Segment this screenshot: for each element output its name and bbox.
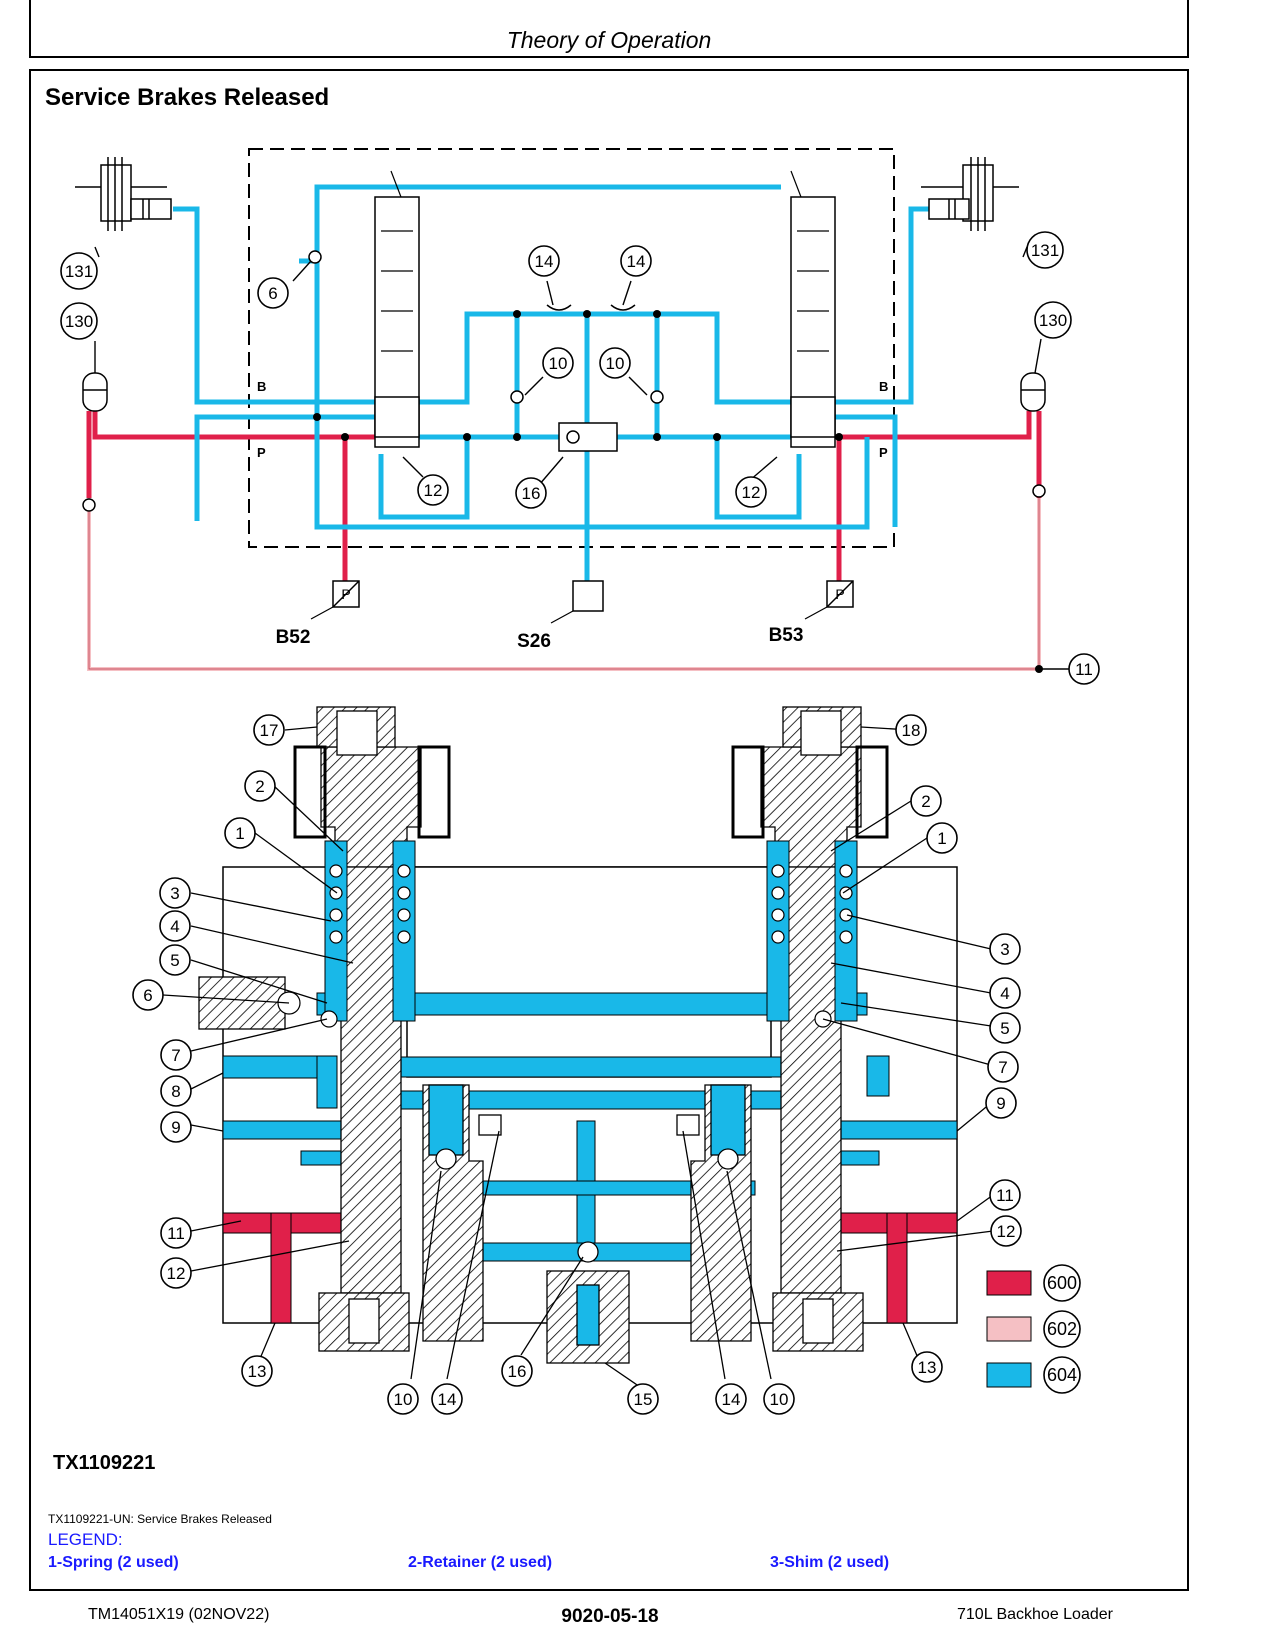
callout-8-left: 8 [171, 1082, 180, 1101]
figure-box: Service Brakes Released [29, 69, 1189, 1591]
swatch-600 [986, 1270, 1032, 1296]
line-600-right [805, 411, 1032, 440]
callout-10-a: 10 [549, 354, 568, 373]
callout-15: 15 [634, 1390, 653, 1409]
callout-130-right: 130 [1039, 311, 1067, 330]
legend-label: LEGEND: [48, 1530, 123, 1549]
callout-5-right: 5 [1000, 1019, 1009, 1038]
legend-item-shim: 3-Shim (2 used) [770, 1554, 890, 1571]
callout-9-left: 9 [171, 1118, 180, 1137]
schematic: P P B P B P B52 S26 B53 [60, 148, 1100, 685]
footer-product: 710L Backhoe Loader [957, 1606, 1113, 1623]
callout-3-left: 3 [170, 884, 179, 903]
bellow-right [731, 745, 765, 839]
port-b-right: B [879, 379, 888, 394]
figure-caption: TX1109221-UN: Service Brakes Released [48, 1512, 272, 1526]
legend-item-spring: 1-Spring (2 used) [48, 1554, 179, 1571]
callout-1-right: 1 [937, 829, 946, 848]
sectional-view: 17 2 1 3 4 5 6 7 8 9 11 12 13 18 2 1 3 4… [132, 706, 1022, 1415]
callout-130-left: 130 [65, 312, 93, 331]
schematic-callout-circles [60, 231, 1100, 685]
legend-code-604: 604 [1047, 1365, 1077, 1385]
label-s26: S26 [517, 631, 551, 652]
callout-11: 11 [1075, 660, 1093, 679]
callout-10-bottom-left: 10 [394, 1390, 413, 1409]
callout-5-left: 5 [170, 951, 179, 970]
callout-7-left: 7 [171, 1046, 180, 1065]
callout-12-right: 12 [997, 1222, 1016, 1241]
callout-6: 6 [268, 284, 277, 303]
callout-13-left: 13 [248, 1362, 267, 1381]
callout-9-right: 9 [996, 1094, 1005, 1113]
callout-14-a: 14 [535, 252, 554, 271]
callout-7-right: 7 [998, 1058, 1007, 1077]
label-b52: B52 [276, 627, 311, 648]
port-p-right: P [879, 445, 888, 460]
legend-code-602: 602 [1047, 1319, 1077, 1339]
port-b-left: B [257, 379, 266, 394]
b53-pressure-symbol: P [835, 586, 844, 602]
callout-2-right: 2 [921, 792, 930, 811]
callout-3-right: 3 [1000, 940, 1009, 959]
callout-12-left: 12 [167, 1264, 186, 1283]
callout-131-left: 131 [65, 262, 93, 281]
callout-14-bottom-left: 14 [438, 1390, 457, 1409]
section-callout-circles [132, 714, 1022, 1415]
callout-11-right: 11 [996, 1186, 1014, 1205]
callout-16: 16 [522, 484, 541, 503]
callout-10-bottom-right: 10 [770, 1390, 789, 1409]
header-box: Theory of Operation [29, 0, 1189, 58]
switch-s26 [572, 580, 604, 612]
section-leaders [162, 726, 994, 1390]
callout-14-bottom-right: 14 [722, 1390, 741, 1409]
swatch-604 [986, 1362, 1032, 1388]
swatch-602 [986, 1316, 1032, 1342]
callout-16-bottom: 16 [508, 1362, 527, 1381]
callout-11-left: 11 [167, 1224, 185, 1243]
legend-code-600: 600 [1047, 1273, 1077, 1293]
section-header: Theory of Operation [506, 27, 712, 53]
callout-4-right: 4 [1000, 984, 1009, 1003]
diagram-title: Service Brakes Released [45, 84, 330, 111]
bellow-left [293, 745, 327, 839]
callout-17: 17 [260, 721, 279, 740]
callout-18: 18 [902, 721, 921, 740]
callout-12-a: 12 [424, 481, 443, 500]
hydraulic-diagram: P P B P B P B52 S26 B53 [60, 148, 1100, 1415]
callout-14-b: 14 [627, 252, 646, 271]
footer-manual-id: TM14051X19 (02NOV22) [88, 1606, 270, 1623]
footer-page-number: 9020-05-18 [561, 1606, 659, 1627]
label-b53: B53 [769, 625, 804, 646]
callout-13-right: 13 [918, 1358, 937, 1377]
callout-12-b: 12 [742, 483, 761, 502]
b52-pressure-symbol: P [341, 586, 350, 602]
port-p-left: P [257, 445, 266, 460]
line-600-left [92, 411, 375, 440]
callout-4-left: 4 [170, 917, 179, 936]
callout-2-left: 2 [255, 777, 264, 796]
valve-boundary [248, 148, 895, 548]
figure-id: TX1109221 [53, 1452, 156, 1474]
color-legend: 600 602 604 [986, 1264, 1081, 1394]
callout-6-left: 6 [143, 986, 152, 1005]
callout-1-left: 1 [235, 824, 244, 843]
callout-131-right: 131 [1031, 241, 1059, 260]
legend-item-retainer: 2-Retainer (2 used) [408, 1554, 553, 1571]
callout-10-b: 10 [606, 354, 625, 373]
